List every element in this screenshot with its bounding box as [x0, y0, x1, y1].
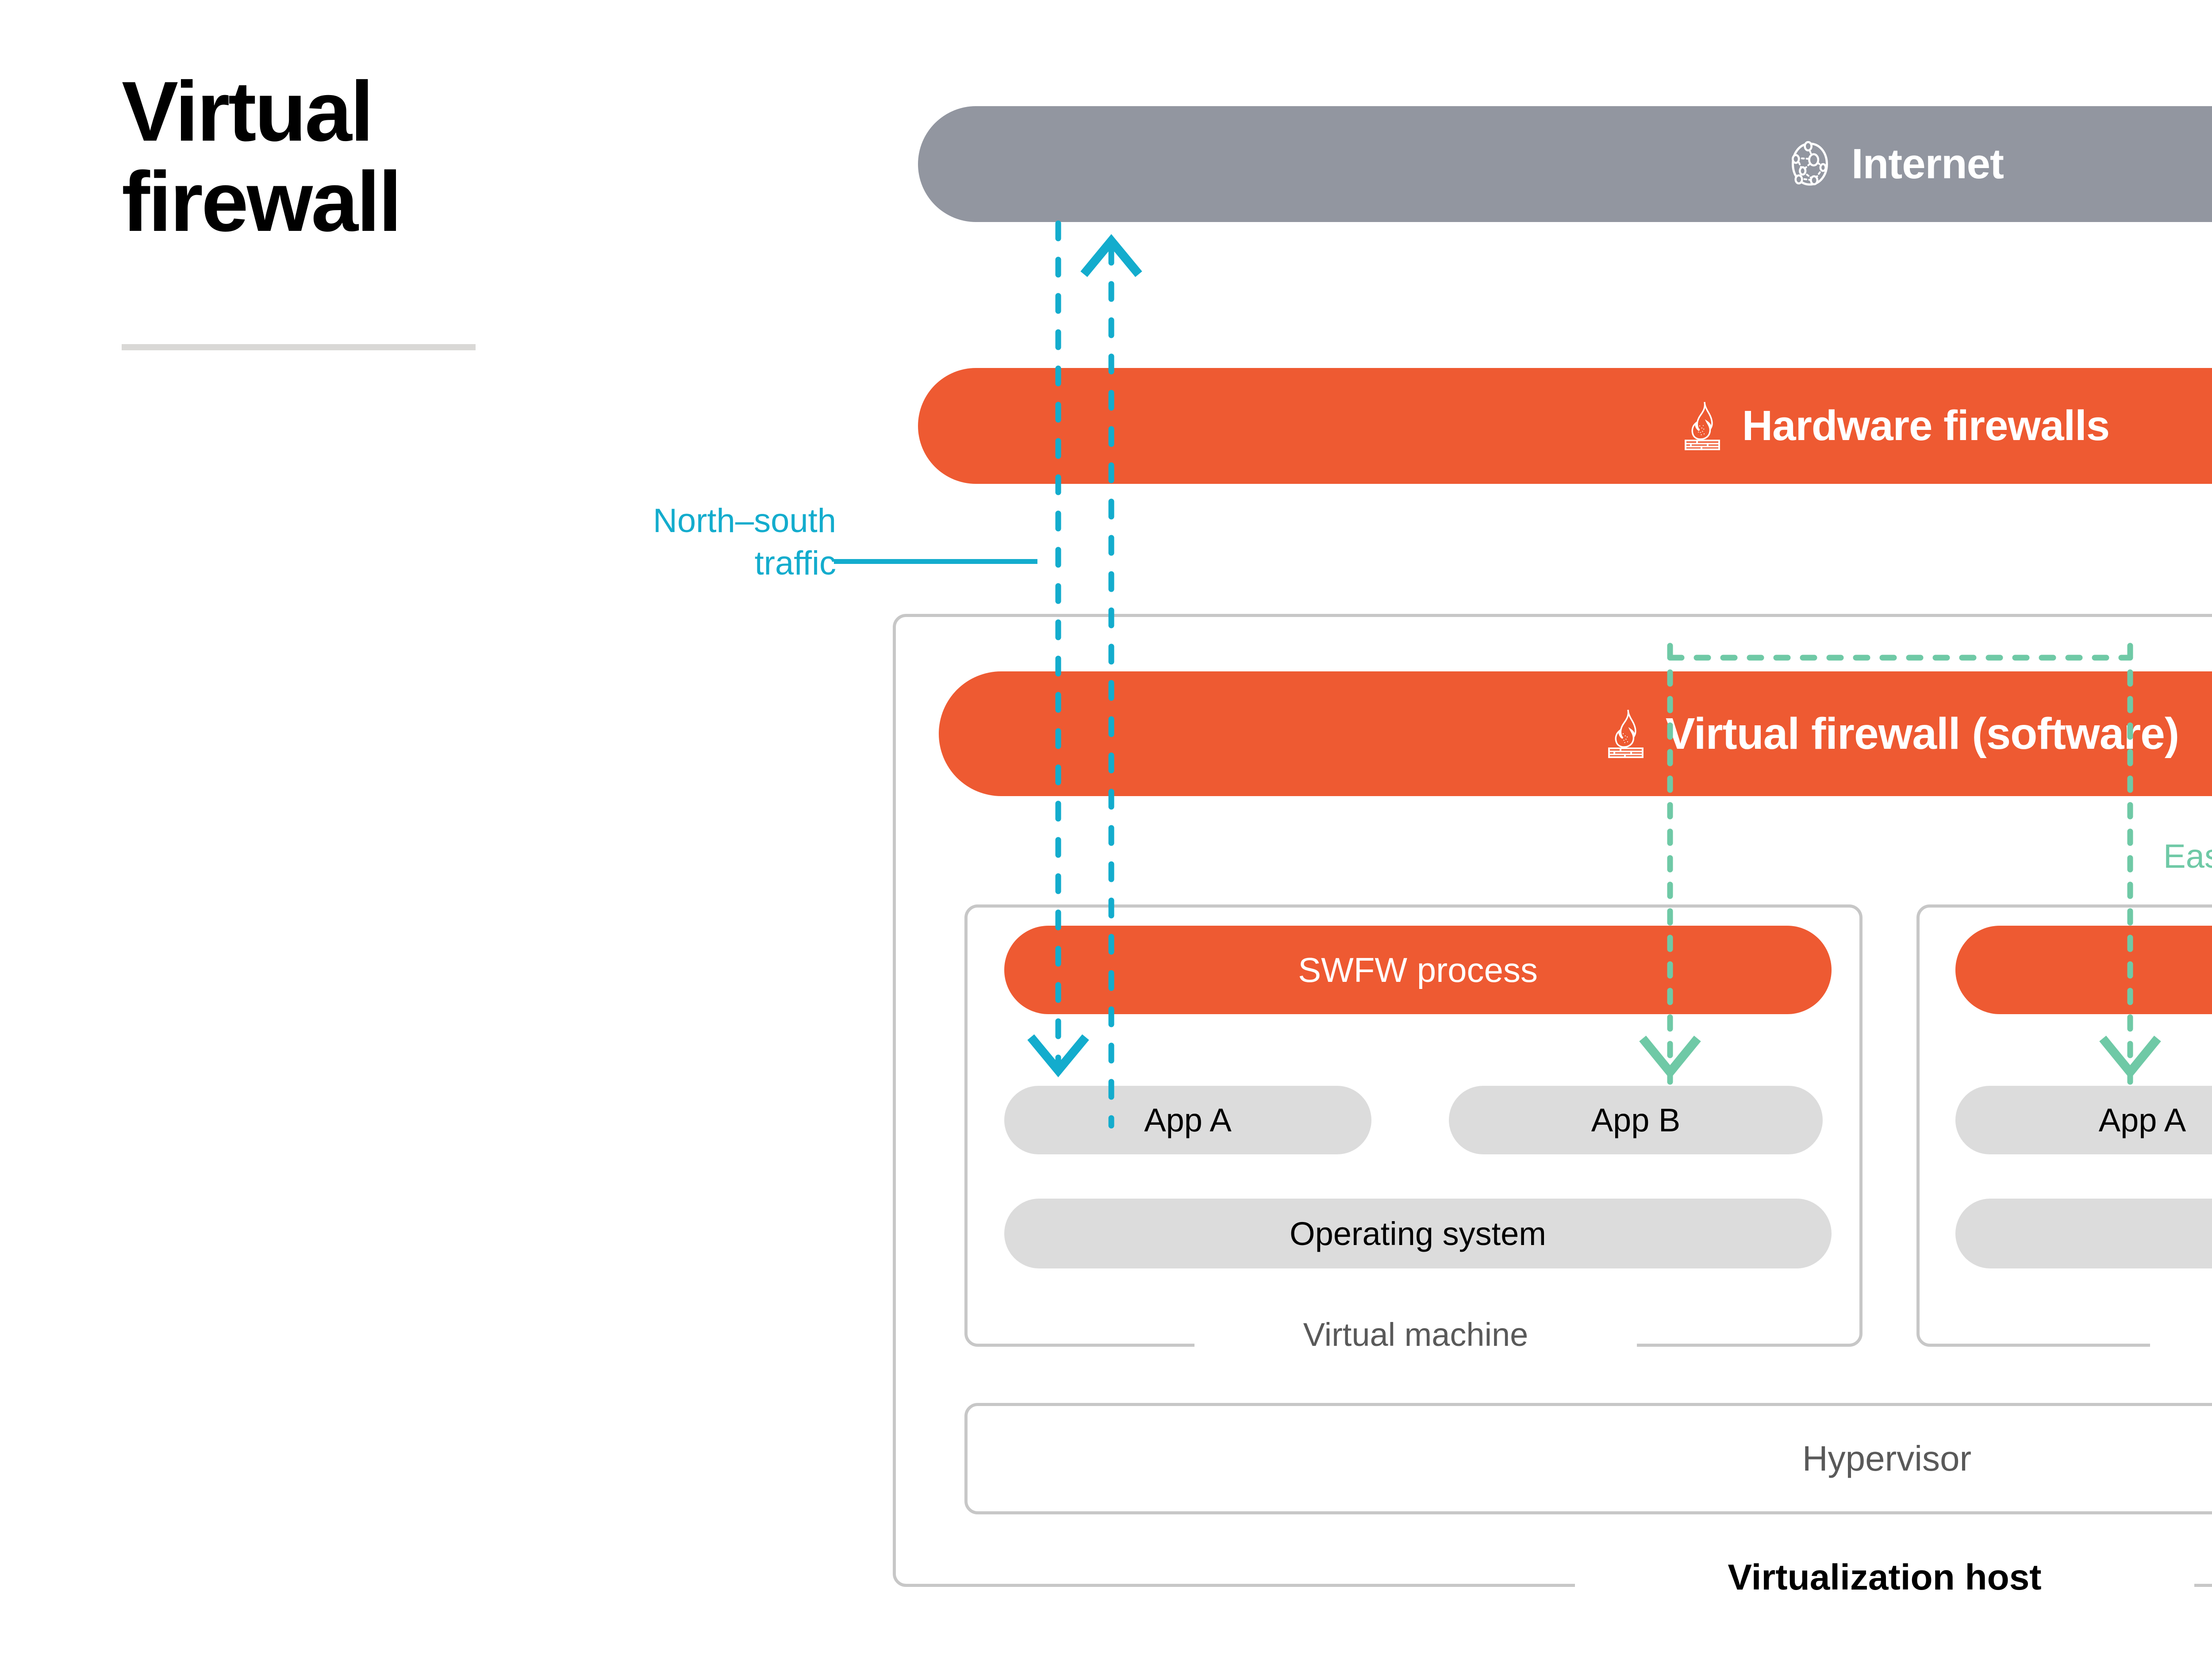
hardware-firewalls-bar[interactable]: Hardware firewalls: [918, 368, 2212, 484]
vm-left-label: Virtual machine: [1303, 1316, 1528, 1353]
operating-system-pill-right[interactable]: Operating system: [1955, 1199, 2212, 1268]
app-a-label: App A: [2098, 1102, 2186, 1138]
north-south-traffic-label: North–south traffic: [653, 502, 836, 582]
internet-bar[interactable]: Internet: [918, 106, 2212, 222]
east-west-traffic-label: East-west traffic: [2163, 838, 2212, 875]
swfw-process-pill-right[interactable]: SWFW process: [1955, 926, 2212, 1014]
vm-right-label-mask: [2150, 1327, 2212, 1367]
hardware-firewalls-bar-label: Hardware firewalls: [1742, 402, 2110, 449]
virtual-machine-box-right: [1916, 904, 2212, 1347]
vm-right-label: Virtual machine: [2150, 1316, 2212, 1353]
internet-bar-label: Internet: [1851, 140, 2004, 188]
page-title: Virtual firewall: [122, 64, 402, 249]
hypervisor-label: Hypervisor: [1802, 1439, 1972, 1478]
network-globe-icon: [1788, 141, 1832, 187]
title-divider-rule: [122, 344, 476, 350]
virtual-firewall-bar-label: Virtual firewall (software): [1665, 709, 2179, 759]
app-a-label: App A: [1144, 1102, 1232, 1138]
app-pill-a-right[interactable]: App A: [1955, 1086, 2212, 1154]
vm-left-label-mask: [1194, 1327, 1637, 1367]
virtualization-host-label: Virtualization host: [1728, 1557, 2042, 1598]
firewall-flame-brick-icon: [1605, 709, 1646, 759]
firewall-flame-brick-icon: [1682, 401, 1723, 451]
title-block: Virtual firewall: [122, 66, 697, 246]
virtualization-host-container: [893, 614, 2212, 1587]
virtualization-host-label-mask: [1575, 1568, 2194, 1608]
north-south-arrow-up: [1080, 234, 1142, 277]
virtual-firewall-software-bar[interactable]: Virtual firewall (software): [939, 671, 2212, 796]
north-south-connector-line: [834, 559, 1037, 564]
app-b-label: App B: [1591, 1102, 1681, 1138]
app-pill-a-left[interactable]: App A: [1004, 1086, 1371, 1154]
operating-system-pill-left[interactable]: Operating system: [1004, 1199, 1832, 1268]
operating-system-label: Operating system: [1290, 1215, 1546, 1252]
app-pill-b-left[interactable]: App B: [1449, 1086, 1823, 1154]
swfw-process-label: SWFW process: [1298, 950, 1538, 989]
hypervisor-box: Hypervisor: [964, 1403, 2212, 1514]
swfw-process-pill-left[interactable]: SWFW process: [1004, 926, 1832, 1014]
